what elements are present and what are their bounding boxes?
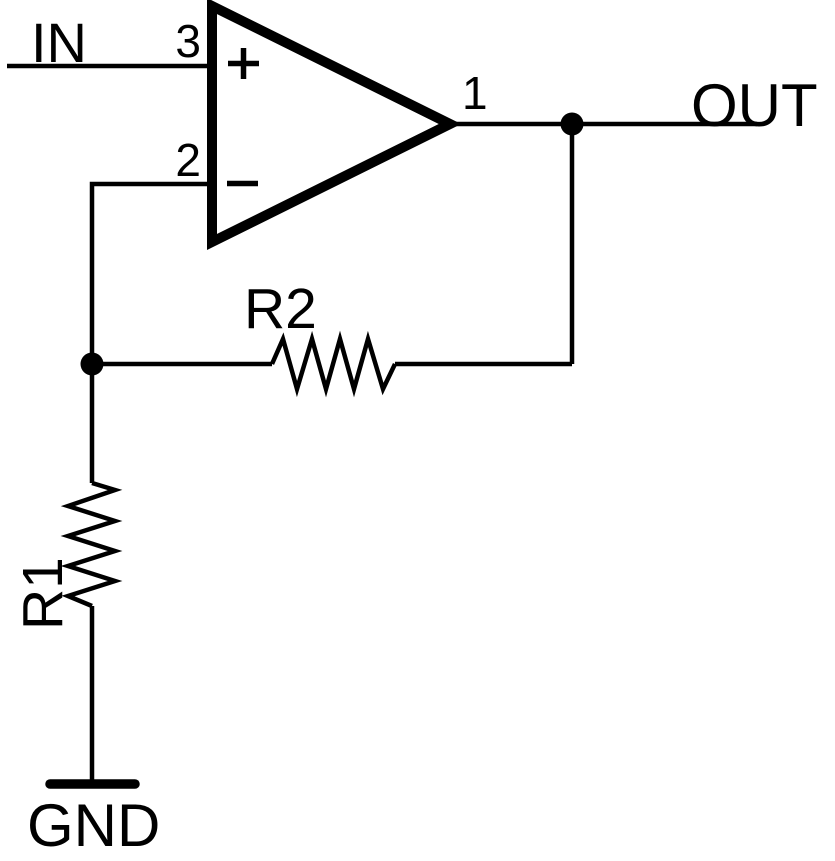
pin-number-inverting: 2 [175, 134, 201, 186]
junction-dot-output-node [560, 112, 584, 136]
net-label-out: OUT [691, 72, 818, 139]
net-label-gnd: GND [27, 792, 160, 859]
pin-number-noninverting: 3 [175, 15, 201, 67]
junction-dot-feedback-node [80, 352, 104, 376]
pin-number-output: 1 [462, 67, 488, 119]
resistor-r2-zigzag [269, 330, 398, 398]
wire-inverting-input [89, 181, 210, 364]
plus-icon [228, 48, 259, 79]
resistor-r2-designator: R2 [244, 277, 317, 341]
resistor-r1-designator: R1 [11, 557, 75, 630]
opamp-triangle [207, 0, 462, 251]
resistor-r1-zigzag [60, 480, 123, 609]
net-label-in: IN [31, 11, 87, 74]
